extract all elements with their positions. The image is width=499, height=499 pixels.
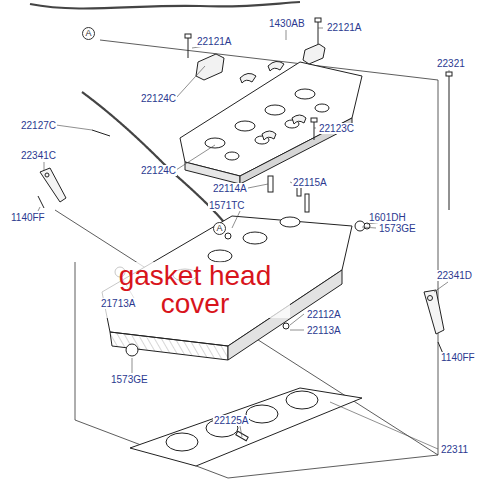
callout-number: 22341D <box>436 270 473 281</box>
camshaft-carrier <box>180 62 362 184</box>
callout-number: 1573GE <box>378 223 417 234</box>
callout-number: 22311 <box>440 444 469 455</box>
callout-number: 22113A <box>306 325 342 336</box>
callout-number: 22124C <box>140 93 177 104</box>
callout-number: 1571TC <box>208 200 246 211</box>
callout-number: 22121A <box>196 36 232 47</box>
bolt <box>92 18 452 210</box>
callout-letter: A <box>213 222 226 235</box>
frame-line <box>100 40 438 80</box>
callout-number: 1601DH <box>368 212 407 223</box>
lifting-bracket <box>38 168 444 356</box>
callout-number: 1430AB <box>268 18 306 29</box>
callout-number: 21713A <box>100 298 136 309</box>
bearing-cap <box>196 44 325 140</box>
callout-number: 22321 <box>436 58 466 69</box>
frame-line <box>228 455 438 478</box>
callout-number: 22121A <box>326 22 362 33</box>
dowel-pin <box>236 223 370 441</box>
frame-line <box>75 262 76 420</box>
callout-number: 22341C <box>20 150 57 161</box>
frame-line <box>55 210 438 455</box>
callout-number: 22125A <box>213 415 249 426</box>
callout-number: 22127C <box>20 120 57 131</box>
cover-gasket-cord <box>30 2 300 9</box>
callout-number: 1573GE <box>110 374 149 385</box>
callout-number: 1140FF <box>10 212 46 223</box>
head-gasket <box>130 388 362 466</box>
callout-number: 22124C <box>140 165 177 176</box>
callout-number: 1140FF <box>440 352 476 363</box>
frame-line <box>438 80 439 455</box>
callout-letter: A <box>82 27 95 40</box>
callout-number: 22115A <box>292 177 328 188</box>
overlay-note: gasket head cover <box>100 262 290 318</box>
callout-number: 22123C <box>318 123 355 134</box>
callout-number: 22112A <box>306 309 342 320</box>
leader-line <box>38 28 449 449</box>
callout-number: 22114A <box>212 183 248 194</box>
